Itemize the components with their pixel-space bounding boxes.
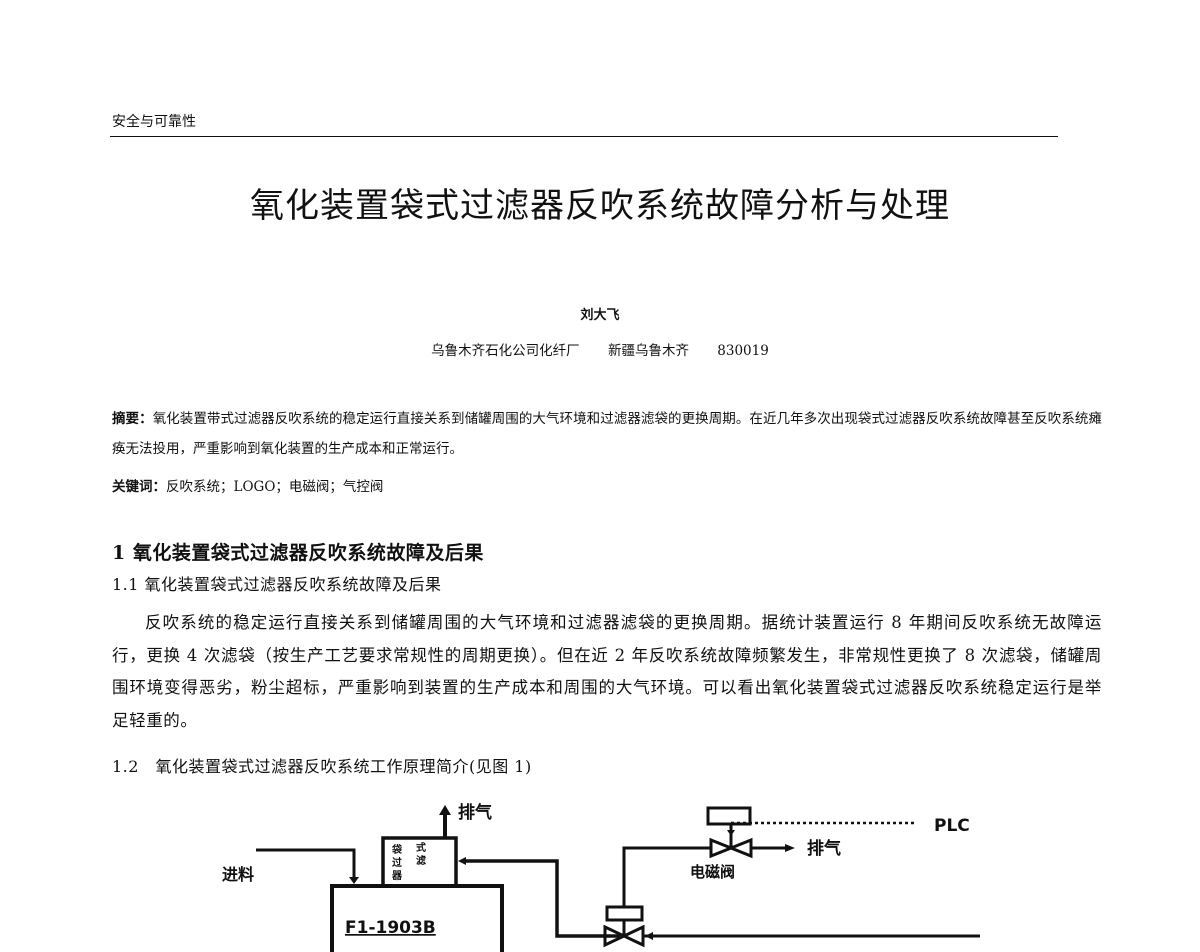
author: 刘大飞	[580, 308, 620, 323]
affiliation-organization: 乌鲁木齐石化公司化纤厂	[431, 343, 580, 359]
affiliation-location: 新疆乌鲁木齐	[607, 343, 689, 359]
figure-diagram: 进料 F1-1903B 袋 式 过 滤 器 排气 排气 电磁阀 PLC	[222, 802, 980, 952]
abstract-label: 摘要：	[112, 411, 153, 427]
blowback-line	[462, 859, 620, 938]
abstract-text: 氧化装置带式过滤器反吹系统的稳定运行直接关系到储罐周围的大气环境和过滤器滤袋的更…	[112, 411, 1102, 457]
top-exhaust-label: 排气	[458, 802, 492, 823]
left-arrow-icon	[645, 932, 653, 940]
filter-label-char: 式	[416, 841, 426, 854]
subsection-heading: 1.2 氧化装置袋式过滤器反吹系统工作原理简介(见图 1)	[112, 757, 532, 776]
subsection-heading: 1.1 氧化装置袋式过滤器反吹系统故障及后果	[112, 575, 442, 594]
feed-line	[256, 848, 356, 878]
right-arrow-icon	[785, 844, 795, 852]
pneumatic-valve-icon	[603, 905, 645, 948]
section-heading: 1 氧化装置袋式过滤器反吹系统故障及后果	[112, 542, 484, 564]
feed-arrow-icon	[349, 877, 359, 884]
keywords: 关键词：反吹系统；LOGO；电磁阀；气控阀	[112, 475, 383, 495]
affiliation: 乌鲁木齐石化公司化纤厂 新疆乌鲁木齐 830019	[0, 339, 1200, 359]
left-arrow-icon	[458, 857, 466, 865]
solenoid-exhaust-label: 排气	[807, 838, 841, 859]
solenoid-valve-label: 电磁阀	[690, 863, 735, 881]
filter-label-char: 器	[391, 870, 403, 882]
running-head: 安全与可靠性	[112, 114, 196, 130]
body-paragraph: 反吹系统的稳定运行直接关系到储罐周围的大气环境和过滤器滤袋的更换周期。据统计装置…	[112, 613, 1102, 730]
filter-label-char: 过	[392, 856, 402, 869]
keywords-text: 反吹系统；LOGO；电磁阀；气控阀	[166, 479, 384, 495]
header-rule	[110, 136, 1058, 137]
filter-label-char: 滤	[416, 854, 426, 867]
keywords-label: 关键词：	[112, 479, 166, 495]
feed-label: 进料	[222, 865, 254, 884]
tank-label: F1-1903B	[345, 918, 436, 938]
pilot-line	[622, 846, 712, 907]
abstract: 摘要：氧化装置带式过滤器反吹系统的稳定运行直接关系到储罐周围的大气环境和过滤器滤…	[112, 404, 1102, 464]
filter-label-char: 袋	[391, 843, 403, 856]
down-arrow-icon	[727, 830, 735, 836]
plc-signal-line	[729, 821, 914, 833]
up-arrow-icon	[439, 805, 451, 815]
bag-filter-box	[381, 836, 458, 888]
article-title: 氧化装置袋式过滤器反吹系统故障分析与处理	[250, 186, 950, 226]
affiliation-postcode: 830019	[717, 343, 769, 359]
plc-label: PLC	[934, 816, 970, 836]
